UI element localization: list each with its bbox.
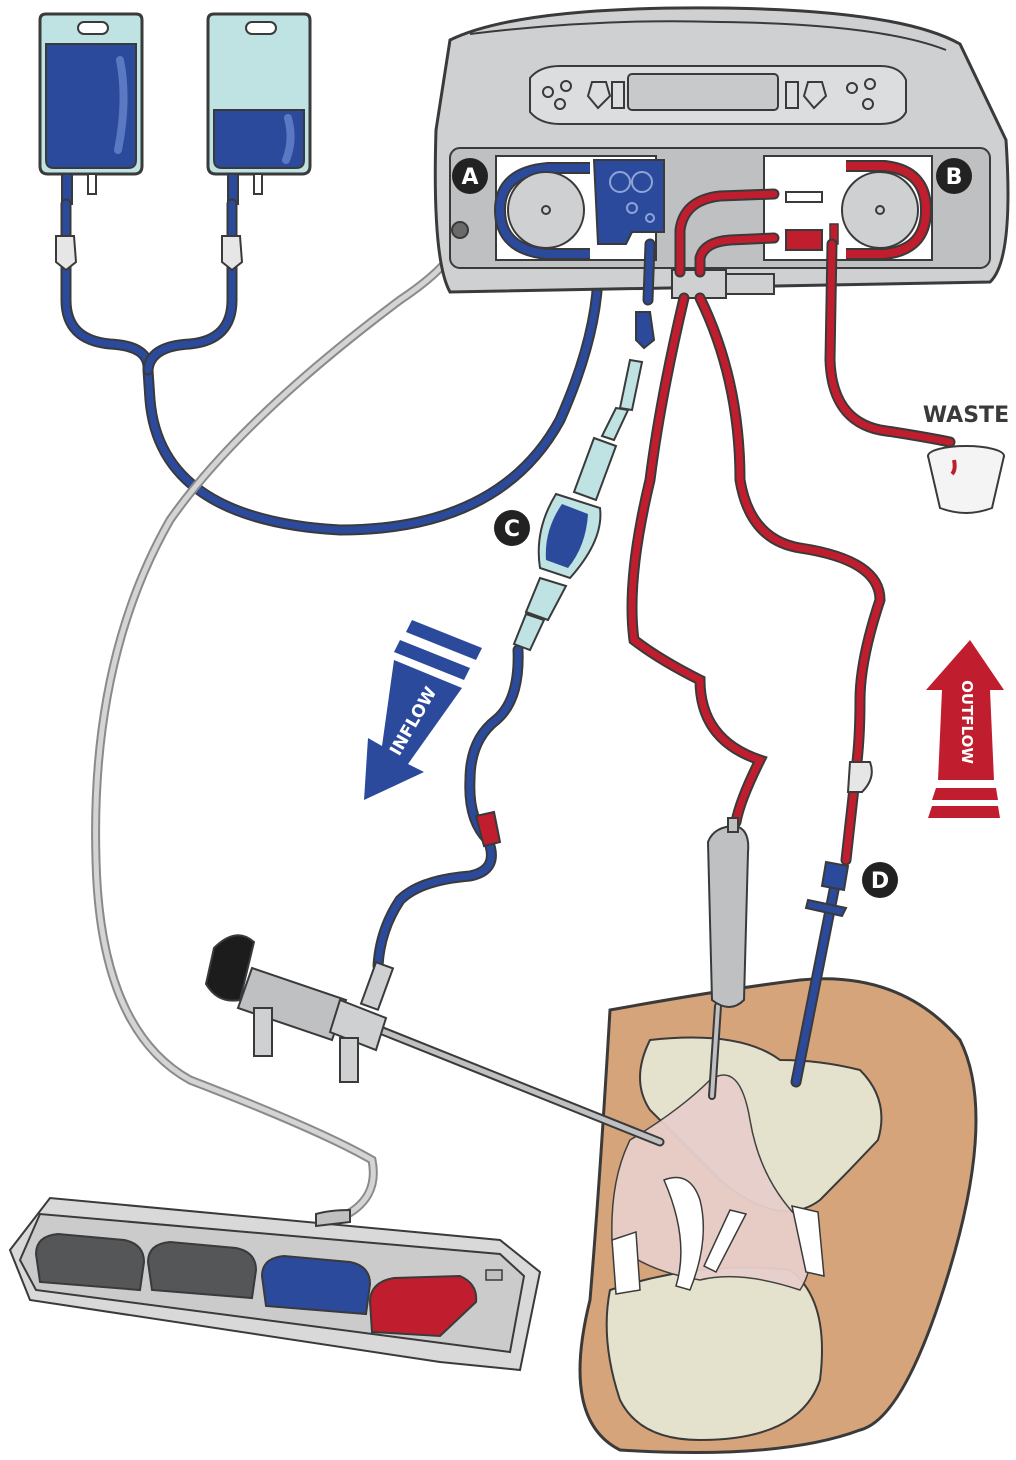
waste-label: WASTE (923, 403, 1009, 428)
tube-clamps (56, 236, 242, 270)
inflow-pump-a (496, 156, 664, 260)
label-a: A (461, 165, 478, 190)
label-a-badge: A (452, 158, 488, 194)
pedal-center[interactable] (148, 1242, 256, 1298)
saline-bag-left (40, 14, 142, 204)
outflow-arrow: OUTFLOW (926, 640, 1004, 818)
pedal-left[interactable] (36, 1234, 144, 1290)
label-c: C (504, 517, 520, 542)
cable-port[interactable] (452, 222, 468, 238)
scope-inflow-tubing (378, 244, 650, 966)
tibia (607, 1268, 822, 1441)
pedal-inflow[interactable] (262, 1256, 370, 1314)
saline-bag-right (208, 14, 310, 204)
label-b-badge: B (936, 158, 972, 194)
knee-anatomy (580, 979, 976, 1453)
inflow-arrow: INFLOW (364, 620, 482, 800)
inflow-cassette (594, 160, 664, 244)
shaver-outflow-tubing (632, 298, 760, 822)
waste-cup-icon (928, 446, 1004, 513)
outflow-label: OUTFLOW (958, 680, 976, 764)
inflow-clamp (476, 812, 500, 846)
label-d-badge: D (862, 862, 898, 898)
display-screen (628, 74, 778, 110)
outflow-clamp (848, 762, 872, 792)
label-b: B (946, 165, 963, 190)
outflow-pump-b (764, 156, 932, 260)
foot-pedal-icon (10, 1198, 540, 1370)
label-d: D (871, 869, 889, 894)
label-c-badge: C (494, 510, 530, 546)
